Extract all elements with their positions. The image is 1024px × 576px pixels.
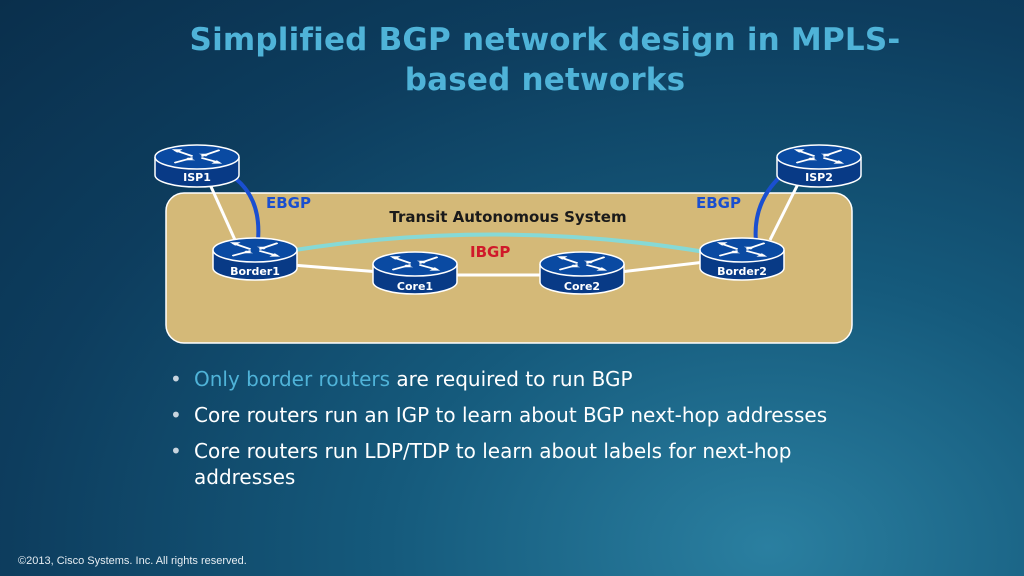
link-border1-core1 xyxy=(291,263,381,274)
bullet-list: Only border routers are required to run … xyxy=(168,366,888,500)
link-isp1-border1 xyxy=(206,179,237,241)
bullet-text: Core routers run an IGP to learn about B… xyxy=(194,403,828,427)
router-border1: Border1 xyxy=(212,237,298,281)
router-core1: Core1 xyxy=(372,251,458,295)
router-label: Border1 xyxy=(230,265,280,278)
router-isp2: ISP2 xyxy=(776,144,862,188)
link-core2-border2 xyxy=(619,260,706,274)
router-isp1: ISP1 xyxy=(154,144,240,188)
ibgp-label: IBGP xyxy=(470,243,510,261)
router-core2: Core2 xyxy=(539,251,625,295)
bullet-text: are required to run BGP xyxy=(390,367,633,391)
ibgp-session-line xyxy=(294,232,706,254)
transit-as-box xyxy=(165,192,853,344)
router-border2: Border2 xyxy=(699,237,785,281)
router-label: ISP1 xyxy=(183,171,211,184)
router-label: ISP2 xyxy=(805,171,833,184)
bullet-highlight: Only border routers xyxy=(194,367,391,391)
bullet-item: Only border routers are required to run … xyxy=(168,366,888,392)
bullet-item: Core routers run LDP/TDP to learn about … xyxy=(168,438,888,490)
router-label: Core2 xyxy=(564,280,600,293)
ebgp-label-right: EBGP xyxy=(696,194,741,212)
router-label: Border2 xyxy=(717,265,767,278)
slide-title: Simplified BGP network design in MPLS-ba… xyxy=(189,22,901,98)
bullet-text: Core routers run LDP/TDP to learn about … xyxy=(194,439,792,489)
transit-as-label: Transit Autonomous System xyxy=(389,208,626,226)
copyright-footer: ©2013, Cisco Systems. Inc. All rights re… xyxy=(18,555,247,567)
router-label: Core1 xyxy=(397,280,433,293)
link-isp2-border2 xyxy=(768,179,802,241)
ebgp-label-left: EBGP xyxy=(266,194,311,212)
bullet-item: Core routers run an IGP to learn about B… xyxy=(168,402,888,428)
